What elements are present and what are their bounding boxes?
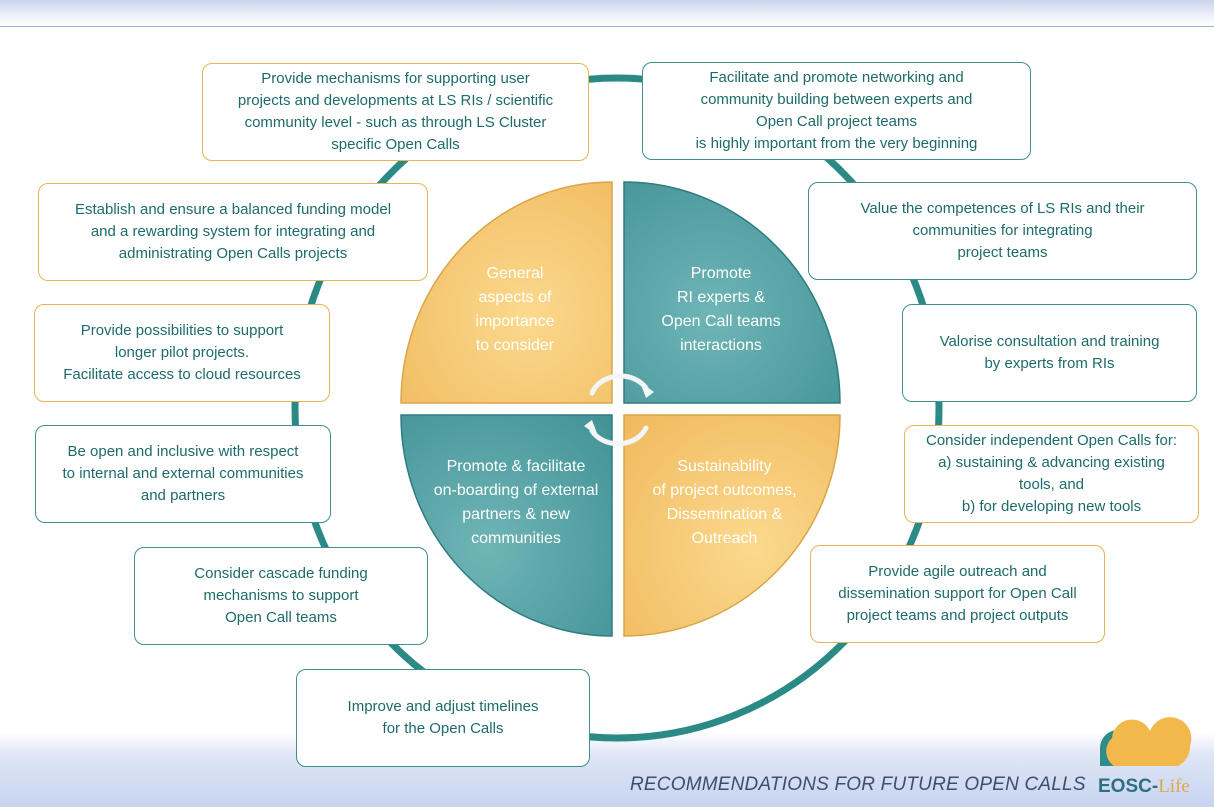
quadrant-label-sustainability: Sustainability of project outcomes, Diss… (652, 458, 797, 547)
bottom-band (0, 732, 1214, 807)
outer-ring (291, 74, 943, 742)
quadrant-bottom-left (400, 414, 613, 637)
box-cascade-funding: Consider cascade funding mechanisms to s… (134, 547, 428, 645)
box-agile-outreach: Provide agile outreach and dissemination… (810, 545, 1105, 643)
logo-text-main: EOSC- (1098, 776, 1159, 797)
eosc-life-logo-icon (1100, 717, 1192, 766)
quadrant-bottom-right (623, 414, 841, 637)
box-competences: Value the competences of LS RIs and thei… (808, 182, 1197, 280)
quadrant-top-right (623, 181, 841, 404)
top-band (0, 0, 1214, 27)
arrow-head-top (640, 382, 654, 398)
box-mechanisms: Provide mechanisms for supporting user p… (202, 63, 589, 161)
box-open-inclusive: Be open and inclusive with respect to in… (35, 425, 331, 523)
box-pilot-projects: Provide possibilities to support longer … (34, 304, 330, 402)
footer-title: RECOMMENDATIONS FOR FUTURE OPEN CALLS (630, 774, 1086, 795)
arrow-head-bottom (584, 420, 598, 436)
box-timelines: Improve and adjust timelines for the Ope… (296, 669, 590, 767)
quadrant-label-general-aspects: General aspects of importance to conside… (475, 265, 555, 354)
box-funding-model: Establish and ensure a balanced funding … (38, 183, 428, 281)
box-networking: Facilitate and promote networking and co… (642, 62, 1031, 160)
quadrant-top-left (400, 181, 613, 404)
box-consultation: Valorise consultation and training by ex… (902, 304, 1197, 402)
quadrant-label-promote-ri-experts: Promote RI experts & Open Call teams int… (661, 265, 781, 354)
box-independent-calls: Consider independent Open Calls for: a) … (904, 425, 1199, 523)
logo-text-accent: Life (1158, 776, 1190, 797)
quadrant-label-onboarding: Promote & facilitate on-boarding of exte… (433, 458, 599, 547)
logo-text: EOSC-Life (1098, 776, 1190, 798)
